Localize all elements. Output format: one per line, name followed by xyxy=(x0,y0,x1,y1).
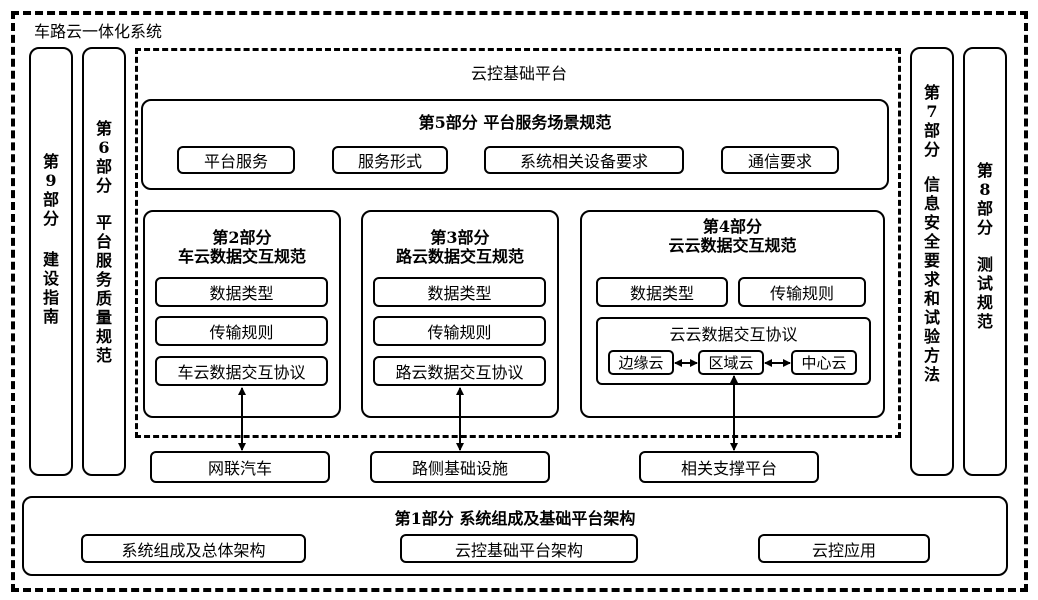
part2-item-data-type[interactable]: 数据类型 xyxy=(155,277,328,307)
part7-label-10: 求 xyxy=(923,270,940,289)
part8-label-3: 部 xyxy=(976,199,993,218)
part9-label-6: 设 xyxy=(42,269,59,288)
part9-bar[interactable]: 第 9 部 分 建 设 指 南 xyxy=(29,47,73,476)
part7-label-6: 息 xyxy=(923,194,940,213)
part7-bar[interactable]: 第 7 部 分 信 息 安 全 要 求 和 试 验 方 法 xyxy=(910,47,954,476)
external-roadside-infrastructure[interactable]: 路侧基础设施 xyxy=(370,451,550,483)
part6-label-1: 第 xyxy=(95,119,112,138)
part2-title-line2: 车云数据交互规范 xyxy=(177,247,306,266)
part6-label-7: 服 xyxy=(95,251,112,270)
part4-node-center-cloud[interactable]: 中心云 xyxy=(791,350,857,375)
part6-label-10: 量 xyxy=(95,308,112,327)
part7-label-12: 试 xyxy=(923,308,940,327)
part7-label-11: 和 xyxy=(923,289,940,308)
part6-label-3: 部 xyxy=(95,157,112,176)
part8-label-8: 范 xyxy=(976,312,993,331)
part9-label-8: 南 xyxy=(42,307,59,326)
part1-item-system-architecture[interactable]: 系统组成及总体架构 xyxy=(81,534,306,563)
part7-label-7: 安 xyxy=(923,213,940,232)
part5-item-device-requirements[interactable]: 系统相关设备要求 xyxy=(484,146,684,174)
external-connected-vehicle[interactable]: 网联汽车 xyxy=(150,451,330,483)
part9-label-1: 第 xyxy=(42,152,59,171)
part3-item-data-type[interactable]: 数据类型 xyxy=(373,277,546,307)
part6-label-12: 范 xyxy=(95,346,112,365)
system-boundary xyxy=(11,11,1028,592)
part6-label-11: 规 xyxy=(95,327,112,346)
part1-item-cloud-application[interactable]: 云控应用 xyxy=(758,534,930,563)
part2-title-line1: 第2部分 xyxy=(212,228,272,247)
part7-label-1: 第 xyxy=(923,83,940,102)
part3-item-protocol[interactable]: 路云数据交互协议 xyxy=(373,356,546,386)
part7-label-4: 分 xyxy=(923,140,940,159)
part6-label-8: 务 xyxy=(95,270,112,289)
part4-title-line1: 第4部分 xyxy=(702,217,763,236)
part6-label-5: 平 xyxy=(95,213,112,232)
cloud-platform-title: 云控基础平台 xyxy=(470,64,567,83)
part5-box xyxy=(141,99,889,190)
part4-item-transmission-rules[interactable]: 传输规则 xyxy=(738,277,866,307)
part8-label-2: 8 xyxy=(979,180,991,199)
part1-item-cloud-platform-architecture[interactable]: 云控基础平台架构 xyxy=(400,534,638,563)
part4-node-regional-cloud[interactable]: 区域云 xyxy=(698,350,764,375)
part8-label-1: 第 xyxy=(976,161,993,180)
part7-label-3: 部 xyxy=(923,121,940,140)
part6-label-9: 质 xyxy=(95,289,112,308)
part5-item-communication[interactable]: 通信要求 xyxy=(721,146,839,174)
part6-bar[interactable]: 第 6 部 分 平 台 服 务 质 量 规 范 xyxy=(82,47,126,476)
part6-label-4: 分 xyxy=(95,176,112,195)
part7-label-15: 法 xyxy=(923,365,940,384)
system-title: 车路云一体化系统 xyxy=(30,18,167,42)
part8-label-4: 分 xyxy=(976,218,993,237)
part8-label-6: 试 xyxy=(976,274,993,293)
part4-title-line2: 云云数据交互规范 xyxy=(668,236,797,255)
part2-item-transmission-rules[interactable]: 传输规则 xyxy=(155,316,328,346)
part3-item-transmission-rules[interactable]: 传输规则 xyxy=(373,316,546,346)
part7-label-8: 全 xyxy=(923,232,940,251)
part7-label-2: 7 xyxy=(926,102,938,121)
part8-label-7: 规 xyxy=(976,293,993,312)
part4-protocol-title: 云云数据交互协议 xyxy=(669,325,798,344)
part5-item-service-form[interactable]: 服务形式 xyxy=(332,146,448,174)
part8-label-5: 测 xyxy=(976,255,993,274)
part3-title-line2: 路云数据交互规范 xyxy=(395,247,524,266)
part9-label-4: 分 xyxy=(42,209,59,228)
part9-label-2: 9 xyxy=(45,171,57,190)
cloud-platform-boundary xyxy=(135,48,901,438)
part6-label-6: 台 xyxy=(95,232,112,251)
part5-title: 第5部分 平台服务场景规范 xyxy=(418,113,612,132)
part7-label-9: 要 xyxy=(923,251,940,270)
part4-item-data-type[interactable]: 数据类型 xyxy=(596,277,728,307)
part7-label-14: 方 xyxy=(923,346,940,365)
part8-bar[interactable]: 第 8 部 分 测 试 规 范 xyxy=(963,47,1007,476)
part7-label-13: 验 xyxy=(923,327,940,346)
part6-label-2: 6 xyxy=(98,138,110,157)
part7-label-5: 信 xyxy=(923,175,940,194)
part9-label-3: 部 xyxy=(42,190,59,209)
part9-label-7: 指 xyxy=(42,288,59,307)
part2-item-protocol[interactable]: 车云数据交互协议 xyxy=(155,356,328,386)
part3-title-line1: 第3部分 xyxy=(430,228,490,247)
part4-node-edge-cloud[interactable]: 边缘云 xyxy=(608,350,674,375)
part1-title: 第1部分 系统组成及基础平台架构 xyxy=(394,509,636,528)
part5-item-platform-service[interactable]: 平台服务 xyxy=(177,146,295,174)
external-support-platform[interactable]: 相关支撑平台 xyxy=(639,451,819,483)
part9-label-5: 建 xyxy=(42,250,59,269)
